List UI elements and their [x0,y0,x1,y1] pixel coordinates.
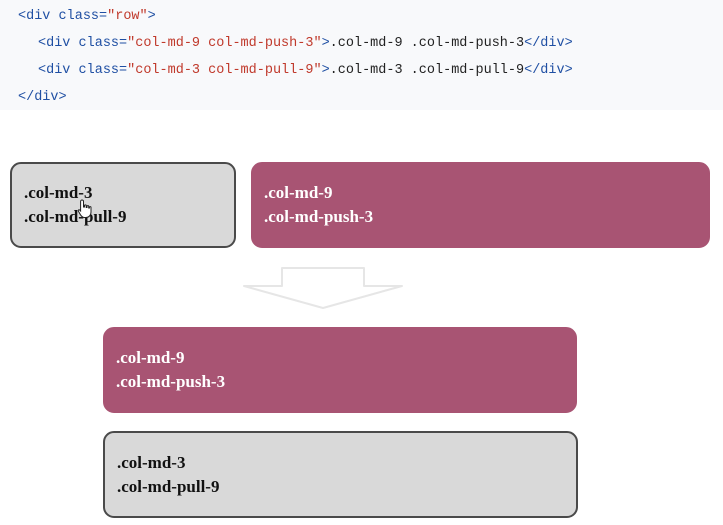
code-attr: class= [78,36,128,51]
code-attr: class= [78,63,128,78]
box-label-line2: .col-md-push-3 [116,372,226,391]
down-arrow-icon [243,267,403,309]
before-col-md-3-box: .col-md-3 .col-md-pull-9 [10,162,236,248]
code-tag-close: > [321,63,330,78]
code-text: .col-md-9 .col-md-push-3 [329,36,525,51]
box-label-line1: .col-md-9 [116,348,185,367]
code-tag-close: > [147,9,156,24]
code-text: .col-md-3 .col-md-pull-9 [329,63,525,78]
hand-cursor-icon [77,199,92,218]
code-line-1: <div class="row"> [18,8,156,26]
after-col-md-3-box: .col-md-3 .col-md-pull-9 [103,431,578,518]
before-col-md-9-box: .col-md-9 .col-md-push-3 [251,162,710,248]
code-tag-open: <div [38,63,79,78]
code-line-2: <div class="col-md-9 col-md-push-3">.col… [38,35,573,53]
code-end-tag: </div> [18,90,67,105]
box-label-line2: .col-md-pull-9 [117,476,220,496]
code-tag-close: > [321,36,330,51]
code-tag-open: <div [38,36,79,51]
code-attr-value: "col-md-3 col-md-pull-9" [127,63,322,78]
code-end-tag: </div> [524,36,573,51]
code-attr-value: "col-md-9 col-md-push-3" [127,36,322,51]
after-col-md-9-box: .col-md-9 .col-md-push-3 [103,327,577,413]
code-attr: class= [58,9,108,24]
code-attr-value: "row" [107,9,148,24]
code-snippet: <div class="row"> <div class="col-md-9 c… [0,0,723,110]
code-line-4: </div> [18,89,67,107]
code-line-3: <div class="col-md-3 col-md-pull-9">.col… [38,62,573,80]
box-label-line1: .col-md-3 [117,452,186,472]
code-tag-open: <div [18,9,59,24]
box-label-line2: .col-md-pull-9 [24,207,127,226]
box-label-line1: .col-md-3 [24,183,93,202]
box-label-line2: .col-md-push-3 [264,207,374,226]
code-end-tag: </div> [524,63,573,78]
box-label-line1: .col-md-9 [264,183,333,202]
